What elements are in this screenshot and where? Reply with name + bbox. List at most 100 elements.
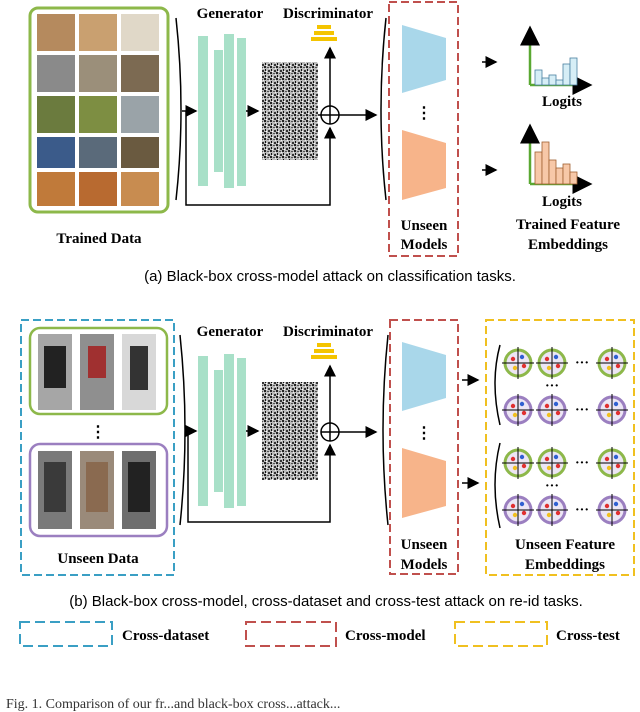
legend-label-cross-dataset: Cross-dataset xyxy=(122,628,209,644)
embedding-point xyxy=(606,465,612,471)
legend-swatch-cross-test xyxy=(454,621,548,647)
unseen-models-label-2-top: Models xyxy=(401,237,448,253)
embedding-point xyxy=(606,512,612,518)
embedding-point xyxy=(512,412,518,418)
embedding-point xyxy=(512,512,518,518)
embedding-point xyxy=(544,503,550,509)
embedding-point xyxy=(546,412,552,418)
discriminator-stack-top xyxy=(311,25,337,41)
embedding-point xyxy=(510,403,516,409)
embedding-point xyxy=(521,410,527,416)
model-trapezoid-orange-top xyxy=(402,130,446,200)
embedding-point xyxy=(613,354,619,360)
unseen-feature-label-2: Embeddings xyxy=(525,557,605,573)
embedding-point xyxy=(521,463,527,469)
ellipsis: ··· xyxy=(545,479,559,494)
embedding-point xyxy=(613,401,619,407)
embedding-point xyxy=(613,501,619,507)
embedding-point xyxy=(604,456,610,462)
unseen-feature-label-1: Unseen Feature xyxy=(515,537,615,553)
embedding-point xyxy=(553,501,559,507)
logits-histogram-2 xyxy=(520,123,593,194)
embedding-point xyxy=(512,465,518,471)
right-bracket-bottom xyxy=(382,334,389,526)
embedding-point xyxy=(553,454,559,460)
embedding-point xyxy=(510,503,516,509)
embedding-point xyxy=(613,454,619,460)
trained-data-label: Trained Data xyxy=(56,231,142,247)
embedding-point xyxy=(553,401,559,407)
unseen-persons-box xyxy=(28,442,169,538)
discriminator-label-top: Discriminator xyxy=(283,6,373,22)
legend-label-cross-test: Cross-test xyxy=(556,628,620,644)
embedding-point xyxy=(510,356,516,362)
embedding-point xyxy=(604,403,610,409)
embedding-point xyxy=(604,503,610,509)
embedding-point xyxy=(555,463,561,469)
caption-top: (a) Black-box cross-model attack on clas… xyxy=(144,268,516,285)
cross-dataset-box xyxy=(20,319,175,576)
trained-images-grid xyxy=(37,14,159,206)
svg-text:⋮: ⋮ xyxy=(416,105,432,122)
discriminator-stack-bottom xyxy=(311,343,337,359)
legend: Cross-dataset Cross-model Cross-test xyxy=(19,621,620,647)
embedding-point xyxy=(510,456,516,462)
ellipsis: ··· xyxy=(575,356,589,371)
ellipsis: ··· xyxy=(545,379,559,394)
ellipsis: ··· xyxy=(575,403,589,418)
top-panel: Trained Data Generator Discriminator xyxy=(28,1,620,285)
trained-feature-label-1: Trained Feature xyxy=(516,217,620,233)
embedding-point xyxy=(606,365,612,371)
embedding-point xyxy=(555,363,561,369)
embedding-point xyxy=(615,410,621,416)
model-trapezoid-blue-bottom xyxy=(402,342,446,411)
embedding-point xyxy=(604,356,610,362)
unseen-models-box-top xyxy=(388,1,459,257)
generator-bars-bottom xyxy=(198,354,246,508)
seen-persons-box xyxy=(28,326,169,416)
generator-label-top: Generator xyxy=(197,6,264,22)
trained-data-box xyxy=(28,6,170,214)
embedding-point xyxy=(615,463,621,469)
bottom-panel: ⋮ Unseen Data Generator Discriminator xyxy=(20,319,635,610)
embedding-point xyxy=(521,510,527,516)
noise-image-bottom xyxy=(262,382,318,480)
embedding-point xyxy=(512,365,518,371)
svg-text:⋮: ⋮ xyxy=(416,425,432,442)
left-bracket-top xyxy=(175,17,182,201)
embedding-point xyxy=(519,354,525,360)
embedding-point xyxy=(553,354,559,360)
embedding-point xyxy=(544,356,550,362)
noise-image-top xyxy=(262,62,318,160)
discriminator-label-bottom: Discriminator xyxy=(283,324,373,340)
figure-caption-cutoff: Fig. 1. Comparison of our fr...and black… xyxy=(6,697,340,712)
embedding-point xyxy=(546,512,552,518)
embedding-point xyxy=(546,365,552,371)
ellipsis: ··· xyxy=(575,503,589,518)
unseen-models-label-2-bottom: Models xyxy=(401,557,448,573)
caption-bottom: (b) Black-box cross-model, cross-dataset… xyxy=(69,593,583,610)
embedding-point xyxy=(544,403,550,409)
embedding-point xyxy=(555,510,561,516)
group-bracket xyxy=(494,442,501,529)
embedding-point xyxy=(615,363,621,369)
embedding-groups: ·················· xyxy=(494,344,628,529)
embedding-point xyxy=(606,412,612,418)
embedding-point xyxy=(519,454,525,460)
left-bracket-bottom xyxy=(179,334,186,526)
embedding-point xyxy=(519,401,525,407)
model-trapezoid-orange-bottom xyxy=(402,448,446,518)
unseen-models-box-bottom xyxy=(389,319,459,575)
embedding-point xyxy=(555,410,561,416)
embedding-point xyxy=(615,510,621,516)
svg-text:⋮: ⋮ xyxy=(90,424,106,441)
model-trapezoid-blue-top xyxy=(402,25,446,93)
logits-label-2: Logits xyxy=(542,194,582,210)
generator-label-bottom: Generator xyxy=(197,324,264,340)
legend-swatch-cross-model xyxy=(245,621,337,647)
generator-bars-top xyxy=(198,34,246,188)
unseen-models-label-1-top: Unseen xyxy=(401,218,448,234)
embedding-point xyxy=(521,363,527,369)
legend-label-cross-model: Cross-model xyxy=(345,628,426,644)
